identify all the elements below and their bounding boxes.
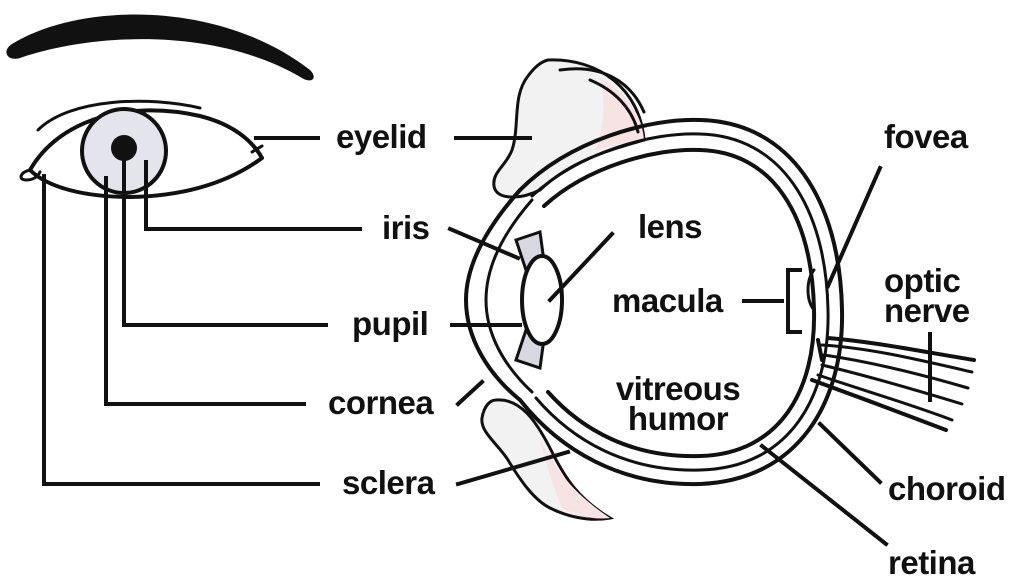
fovea-leader <box>828 168 880 286</box>
sclera-leader <box>44 176 318 484</box>
pupil-leader <box>124 158 326 325</box>
label-retina: retina <box>888 548 975 578</box>
lens-leader <box>550 234 612 300</box>
retina-leader <box>762 446 886 544</box>
eyebrow <box>6 15 313 81</box>
label-macula: macula <box>612 286 723 316</box>
label-pupil: pupil <box>352 309 428 339</box>
label-sclera: sclera <box>342 468 434 498</box>
label-eyelid: eyelid <box>336 122 427 152</box>
label-vitreous-line2: humor <box>608 404 748 434</box>
cornea-leader <box>106 178 304 404</box>
optic-nerve-bundle <box>812 338 974 430</box>
label-vitreous-humor: vitreous humor <box>608 374 748 434</box>
iris-leader <box>146 162 360 229</box>
label-optic-line2: nerve <box>884 296 970 326</box>
label-lens: lens <box>638 212 702 242</box>
label-cornea: cornea <box>328 388 433 418</box>
front-view-leaders <box>44 138 360 484</box>
label-fovea: fovea <box>884 122 968 152</box>
label-iris: iris <box>382 213 430 243</box>
label-choroid: choroid <box>888 474 1006 504</box>
choroid-leader <box>820 424 880 482</box>
cornea-leader-right <box>458 382 482 404</box>
lens-section <box>522 256 562 344</box>
macula-bracket <box>788 270 800 332</box>
label-optic-nerve: optic nerve <box>884 266 970 326</box>
front-view-eye <box>6 15 313 197</box>
optic-disc <box>818 340 822 360</box>
